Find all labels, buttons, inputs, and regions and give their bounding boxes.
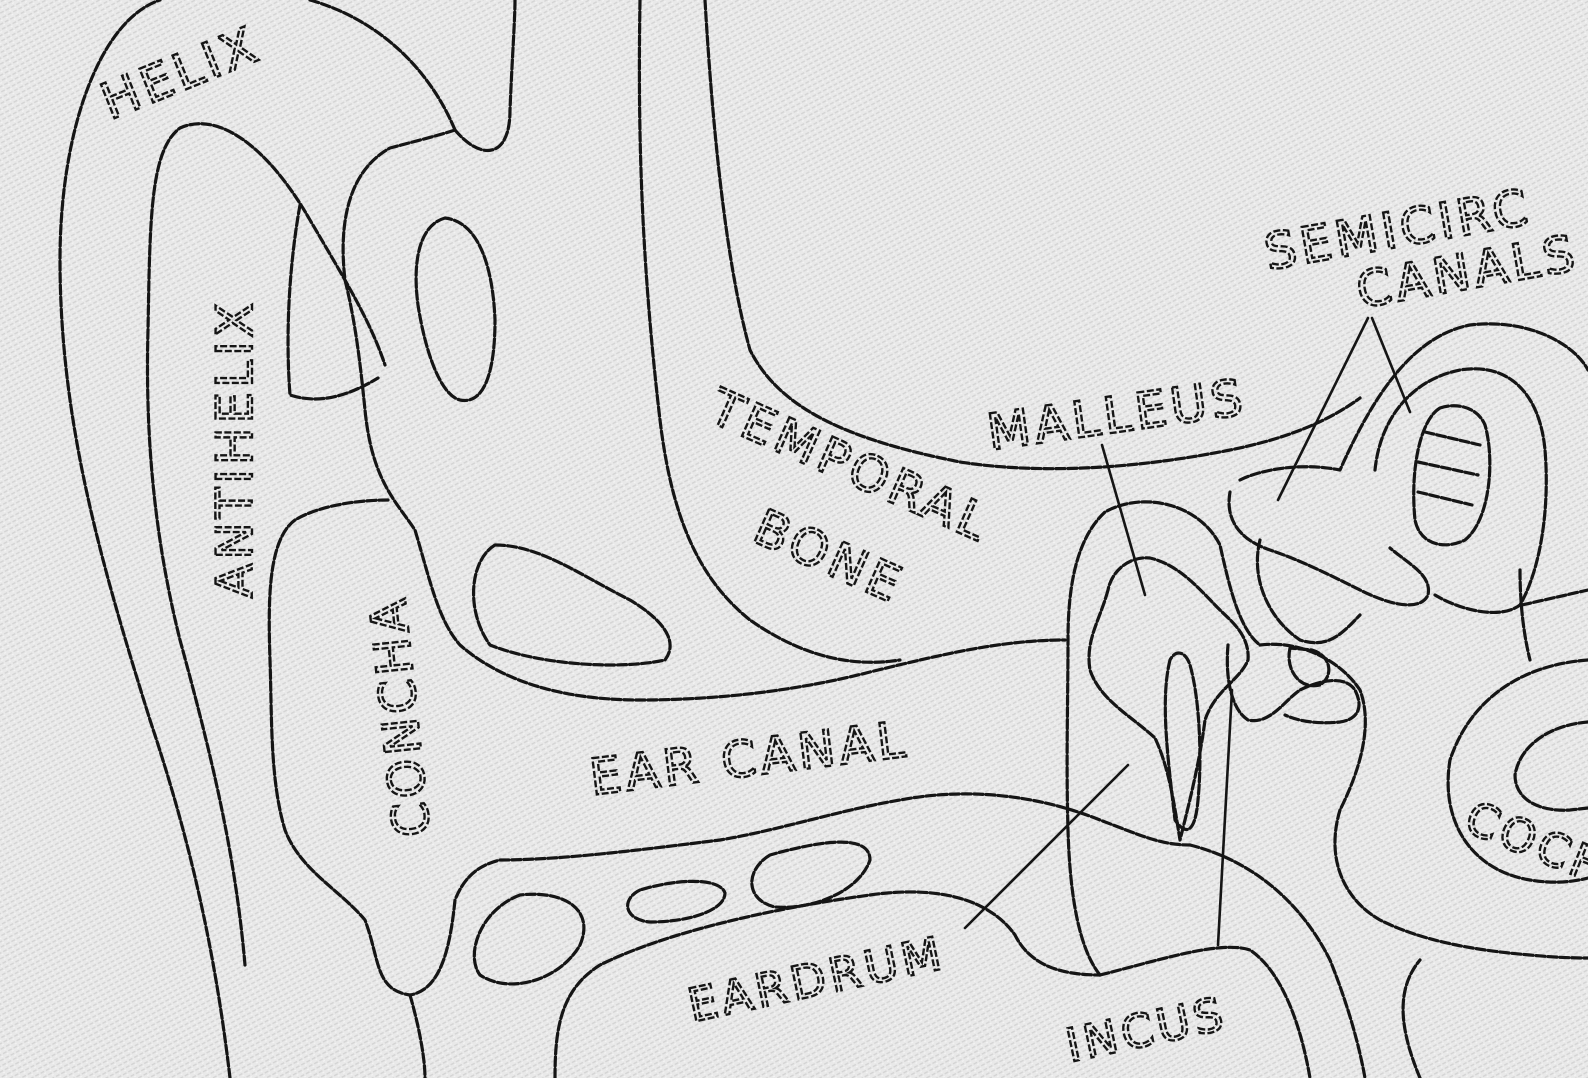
canal-floor-outline bbox=[553, 890, 1102, 1078]
helix-crus-outline bbox=[453, 0, 517, 153]
tragus-outline bbox=[341, 128, 1067, 702]
incus-leader-line bbox=[1216, 688, 1234, 947]
temporal-bone-inner-outline bbox=[703, 0, 1362, 471]
helix-top-outline bbox=[308, 0, 457, 132]
leader-lines bbox=[963, 316, 1412, 947]
concha-outline bbox=[267, 498, 1192, 997]
cochlear-base-outline bbox=[1401, 958, 1422, 1078]
concha-lower-outline bbox=[408, 993, 427, 1078]
antihelix-fold-outline bbox=[286, 203, 380, 401]
malleus-handle-shape bbox=[1163, 651, 1202, 832]
inner-ear-wall-outline bbox=[1188, 843, 1367, 1078]
cochlea-coil-outer bbox=[1446, 658, 1588, 884]
inner-ear-wall-outline-2 bbox=[1098, 945, 1312, 1078]
vestibule-outline bbox=[1258, 642, 1588, 960]
lobule-shape-1 bbox=[472, 892, 586, 986]
semicircular-leader-line-2 bbox=[1370, 316, 1412, 414]
cochlea-coil-inner bbox=[1513, 720, 1588, 812]
eardrum-leader-line bbox=[963, 763, 1130, 930]
semicircular-canal-inner-ring bbox=[1412, 404, 1492, 547]
semicircular-canal-outer bbox=[1238, 322, 1588, 482]
scaphoid-fossa-shape bbox=[414, 216, 497, 402]
helix-inner-outline bbox=[145, 122, 387, 967]
canal-rungs bbox=[1416, 430, 1482, 507]
semicircular-canal-outlines bbox=[1227, 322, 1588, 884]
canal-to-cochlea-line bbox=[1518, 568, 1588, 662]
temporal-bone-outer-outline bbox=[637, 0, 902, 664]
semicircular-canal-loop bbox=[1227, 490, 1431, 607]
vestibule-link bbox=[1255, 538, 1362, 645]
semicircular-canal-ring bbox=[1373, 367, 1548, 614]
malleus-leader-line bbox=[1100, 443, 1147, 597]
tragus-notch-shape bbox=[472, 543, 672, 667]
helix-outer-outline bbox=[58, 0, 232, 1078]
incus-shape bbox=[1225, 643, 1361, 725]
middle-ear-cavity-outline bbox=[1065, 500, 1262, 977]
lobule-shape-2 bbox=[626, 879, 727, 924]
lobule-shape-3 bbox=[750, 840, 872, 909]
outer-ear-outlines bbox=[58, 0, 1192, 1078]
middle-ear-outlines bbox=[1065, 500, 1588, 1078]
semicircular-leader-line-1 bbox=[1276, 316, 1370, 502]
temporal-bone-outlines bbox=[637, 0, 1362, 664]
antihelix-label: ANTIHELIX bbox=[206, 299, 264, 598]
